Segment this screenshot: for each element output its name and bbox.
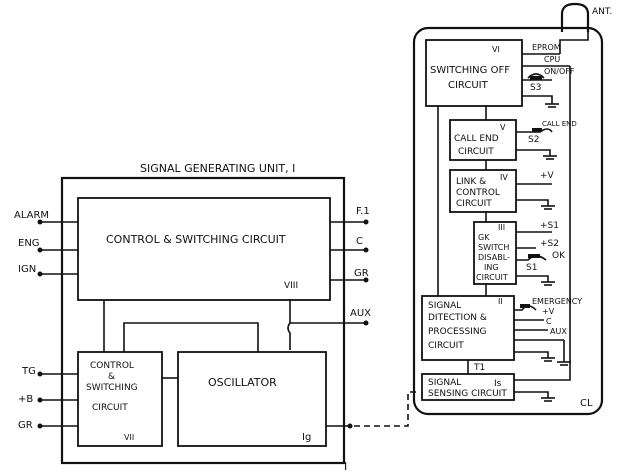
sensing-tag: Is bbox=[494, 379, 502, 389]
s1-plus-label: +S1 bbox=[540, 221, 559, 231]
small-control-block bbox=[77, 351, 163, 447]
input-ign-label: IGN bbox=[18, 264, 36, 275]
wireless-link bbox=[354, 391, 418, 427]
detection-tag: T1 bbox=[473, 363, 485, 373]
small-control-line3: SWITCHING bbox=[86, 383, 138, 393]
gk-line5: CIRCUIT bbox=[476, 273, 508, 282]
detection-aux-label: AUX bbox=[550, 327, 567, 336]
handset-label: CL bbox=[580, 398, 593, 409]
output-c-label: C bbox=[356, 236, 363, 247]
eprom-label: EPROM bbox=[532, 43, 561, 52]
ign-terminal bbox=[37, 271, 43, 277]
output-aux-label: AUX bbox=[350, 308, 371, 319]
signal-sensing-block bbox=[421, 373, 515, 401]
link-control-line1: LINK & bbox=[456, 177, 486, 187]
small-control-line1: CONTROL bbox=[90, 361, 134, 371]
call-end-roman: V bbox=[500, 123, 506, 132]
detection-line3: PROCESSING bbox=[428, 327, 487, 337]
detection-line1: SIGNAL bbox=[428, 301, 461, 311]
detection-c-label: C bbox=[546, 317, 552, 326]
link-control-block bbox=[449, 169, 517, 213]
small-control-line4: CIRCUIT bbox=[92, 403, 128, 413]
eng-terminal bbox=[37, 247, 43, 253]
s3-contact bbox=[530, 76, 542, 80]
detection-v-label: +V bbox=[542, 307, 555, 316]
call-end-line2: CIRCUIT bbox=[458, 147, 494, 157]
s1-contact bbox=[528, 254, 540, 258]
handset-outline bbox=[412, 26, 604, 416]
alarm-terminal bbox=[37, 219, 43, 225]
link-control-line3: CIRCUIT bbox=[456, 199, 492, 209]
oscillator-output-terminal bbox=[347, 423, 353, 429]
small-control-line2: & bbox=[108, 372, 115, 382]
control-switching-roman: VIII bbox=[284, 281, 298, 291]
detection-line2: DITECTION & bbox=[428, 313, 487, 323]
input-eng-label: ENG bbox=[18, 238, 40, 249]
gk-switch-block bbox=[473, 221, 517, 285]
link-control-roman: IV bbox=[500, 173, 508, 182]
gr-terminal bbox=[363, 277, 369, 283]
oscillator-tag: Ig bbox=[302, 432, 311, 443]
input-alarm-label: ALARM bbox=[14, 210, 49, 221]
call-end-terminal-label: CALL END bbox=[542, 120, 577, 128]
input-tg-label: TG bbox=[21, 366, 36, 377]
switching-off-roman: VI bbox=[492, 45, 500, 54]
output-gr-label: GR bbox=[354, 268, 369, 279]
unit-title: SIGNAL GENERATING UNIT, I bbox=[140, 162, 295, 175]
oscillator-block bbox=[177, 351, 327, 447]
gk-roman: III bbox=[498, 223, 505, 232]
control-switching-label: CONTROL & SWITCHING CIRCUIT bbox=[106, 233, 286, 246]
s3-switch-icon bbox=[527, 73, 545, 79]
oscillator-label: OSCILLATOR bbox=[208, 376, 277, 389]
tg-terminal bbox=[37, 371, 43, 377]
switching-off-line2: CIRCUIT bbox=[448, 80, 489, 91]
switching-off-switch: S3 bbox=[530, 83, 541, 93]
detection-line4: CIRCUIT bbox=[428, 341, 464, 351]
on-off-label: ON/OFF bbox=[544, 67, 575, 76]
output-f1-label: F.1 bbox=[356, 206, 370, 217]
gk-line2: SWITCH bbox=[478, 243, 509, 252]
gk-line4: ING bbox=[484, 263, 499, 272]
c-terminal bbox=[363, 247, 369, 253]
call-end-line1: CALL END bbox=[454, 134, 499, 144]
gk-line1: GK bbox=[478, 233, 490, 242]
call-end-switch: S2 bbox=[528, 135, 539, 145]
input-gr-lower-label: GR bbox=[18, 420, 33, 431]
link-control-terminal: +V bbox=[540, 171, 555, 181]
cpu-label: CPU bbox=[544, 55, 560, 64]
switching-off-block bbox=[425, 39, 523, 107]
b-plus-terminal bbox=[37, 397, 43, 403]
f1-terminal bbox=[363, 219, 369, 225]
input-b-plus-label: +B bbox=[18, 394, 33, 405]
emergency-label: EMERGENCY bbox=[532, 297, 582, 306]
switching-off-line1: SWITCHING OFF bbox=[430, 65, 510, 76]
detection-roman: II bbox=[498, 297, 503, 306]
link-control-line2: CONTROL bbox=[456, 188, 500, 198]
call-end-block bbox=[449, 119, 517, 161]
antenna-icon bbox=[560, 2, 590, 32]
emergency-contact bbox=[520, 304, 530, 308]
signal-generating-unit-frame bbox=[60, 176, 346, 465]
control-switching-block bbox=[77, 197, 331, 301]
sensing-line2: SENSING CIRCUIT bbox=[428, 389, 507, 399]
gk-line3: DISABL- bbox=[478, 253, 510, 262]
small-control-roman: VII bbox=[124, 433, 134, 442]
gr-lower-terminal bbox=[37, 423, 43, 429]
gk-switch-label: S1 bbox=[526, 263, 537, 273]
ok-label: OK bbox=[552, 251, 566, 261]
unit-roman: I bbox=[344, 460, 347, 473]
sensing-line1: SIGNAL bbox=[428, 378, 461, 388]
s2-plus-label: +S2 bbox=[540, 239, 559, 249]
s2-contact bbox=[532, 128, 542, 132]
antenna-label: ANT. bbox=[592, 7, 612, 17]
